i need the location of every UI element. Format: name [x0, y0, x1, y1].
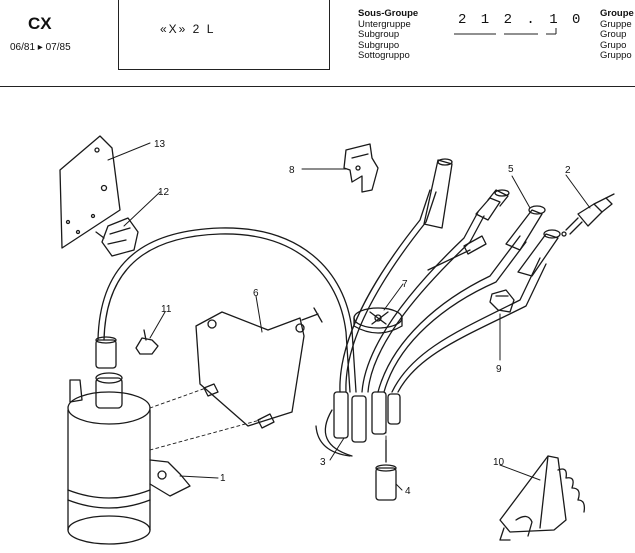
lead-bracket-8 — [343, 143, 379, 193]
lead-set-3 — [315, 391, 401, 457]
mounting-plate-6 — [195, 307, 323, 429]
callout-7: 7 — [402, 279, 408, 290]
callout-6: 6 — [253, 288, 259, 299]
header-divider — [0, 86, 635, 87]
callout-labels: 13 12 11 6 8 7 5 2 9 1 4 3 10 — [154, 139, 571, 497]
clip-11 — [135, 329, 159, 355]
subgroup-label-de: Untergruppe — [358, 18, 411, 30]
group-label-en: Group — [600, 29, 627, 40]
rotor-7 — [353, 307, 403, 334]
callout-5: 5 — [508, 164, 514, 175]
production-years: 06/81 ▸ 07/85 — [10, 42, 71, 53]
subgroup-label-es: Subgrupo — [358, 39, 400, 51]
group-label-fr: Groupe — [600, 8, 634, 19]
subgroup-labels: Sous-Groupe Untergruppe Subgroup Subgrup… — [358, 8, 419, 62]
leader-lines — [107, 142, 591, 491]
callout-8: 8 — [289, 165, 295, 176]
callout-9: 9 — [496, 364, 502, 375]
king-lead — [95, 227, 357, 393]
ignition-leads — [339, 189, 547, 393]
subgroup-label-it: Sottogruppo — [358, 50, 410, 61]
ignition-coil-1 — [67, 372, 191, 545]
callout-11: 11 — [161, 304, 172, 315]
callout-1: 1 — [220, 473, 226, 484]
callout-12: 12 — [158, 187, 170, 198]
callout-4: 4 — [405, 486, 411, 497]
code-underline — [454, 28, 557, 35]
connector-12 — [95, 217, 139, 257]
subgroup-label-fr: Sous-Groupe — [358, 8, 419, 19]
group-label-it: Gruppo — [600, 50, 632, 61]
spark-plug-2 — [561, 193, 615, 237]
lead-clip-9 — [489, 289, 515, 313]
subgroup-label-en: Subgroup — [358, 29, 400, 40]
group-label-de: Gruppe — [600, 18, 632, 30]
vehicle-variant: «X» 2 L — [160, 22, 216, 36]
coil-lead-end-4 — [375, 439, 397, 501]
model-name: CX — [28, 14, 52, 33]
callout-2: 2 — [565, 165, 571, 176]
bracket-plate-13 — [59, 135, 121, 249]
group-labels: Groupe Gruppe Group Grupo Gruppo — [600, 8, 634, 62]
vehicle-title-box — [118, 0, 330, 70]
callout-3: 3 — [320, 457, 326, 468]
group-label-es: Grupo — [600, 39, 627, 51]
callout-13: 13 — [154, 139, 166, 150]
plug-caps-5 — [423, 158, 561, 277]
callout-10: 10 — [493, 457, 505, 468]
lead-support-10 — [499, 455, 586, 541]
subgroup-code: 2 1 2 . 1 0 — [458, 12, 584, 28]
